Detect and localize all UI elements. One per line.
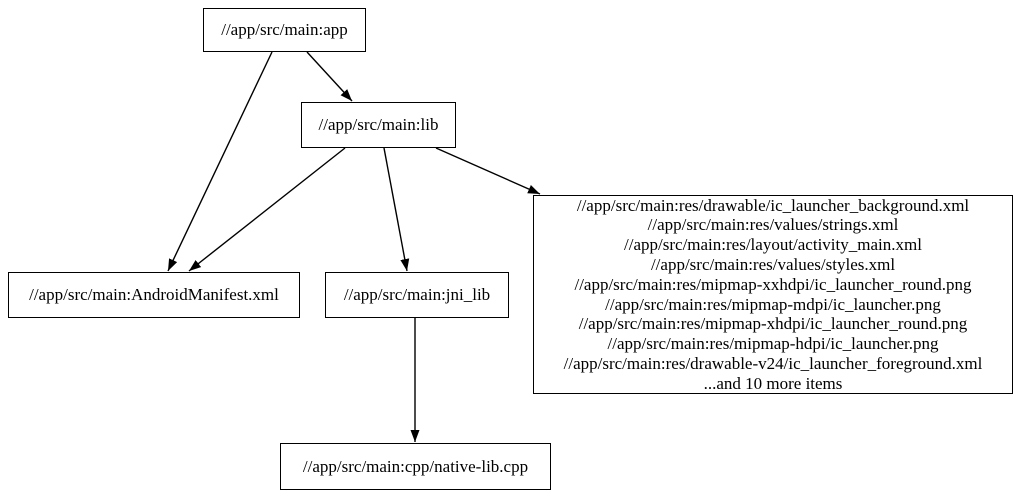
res-file-line: //app/src/main:res/drawable-v24/ic_launc… <box>563 353 983 373</box>
res-file-line: //app/src/main:res/values/styles.xml <box>650 254 896 274</box>
res-file-line: //app/src/main:res/mipmap-xhdpi/ic_launc… <box>578 314 968 334</box>
edge-lib-to-jni-lib <box>383 147 410 272</box>
node-app: //app/src/main:app <box>203 8 366 52</box>
node-lib-label: //app/src/main:lib <box>318 115 439 135</box>
node-android-manifest: //app/src/main:AndroidManifest.xml <box>8 272 300 318</box>
node-jni-lib: //app/src/main:jni_lib <box>325 272 509 318</box>
node-res-file-group: //app/src/main:res/drawable/ic_launcher_… <box>533 195 1013 394</box>
res-file-line: //app/src/main:res/mipmap-hdpi/ic_launch… <box>607 334 939 354</box>
res-file-line: //app/src/main:res/mipmap-xxhdpi/ic_laun… <box>574 274 972 294</box>
node-lib: //app/src/main:lib <box>301 102 456 148</box>
node-app-label: //app/src/main:app <box>221 20 348 40</box>
node-native-lib-cpp: //app/src/main:cpp/native-lib.cpp <box>280 443 551 490</box>
res-group-more-items: ...and 10 more items <box>703 373 843 393</box>
node-jni-lib-label: //app/src/main:jni_lib <box>343 285 491 305</box>
res-file-line: //app/src/main:res/values/strings.xml <box>647 215 899 235</box>
edge-app-to-android-manifest <box>167 51 273 272</box>
edge-lib-to-android-manifest <box>188 147 346 272</box>
res-file-line: //app/src/main:res/layout/activity_main.… <box>624 235 922 255</box>
edge-app-to-lib <box>306 51 353 102</box>
res-file-line: //app/src/main:res/mipmap-mdpi/ic_launch… <box>605 294 941 314</box>
res-file-line: //app/src/main:res/drawable/ic_launcher_… <box>576 195 970 215</box>
node-android-manifest-label: //app/src/main:AndroidManifest.xml <box>29 285 279 305</box>
edge-lib-to-res-file-group <box>435 147 541 195</box>
node-native-lib-cpp-label: //app/src/main:cpp/native-lib.cpp <box>302 456 529 476</box>
